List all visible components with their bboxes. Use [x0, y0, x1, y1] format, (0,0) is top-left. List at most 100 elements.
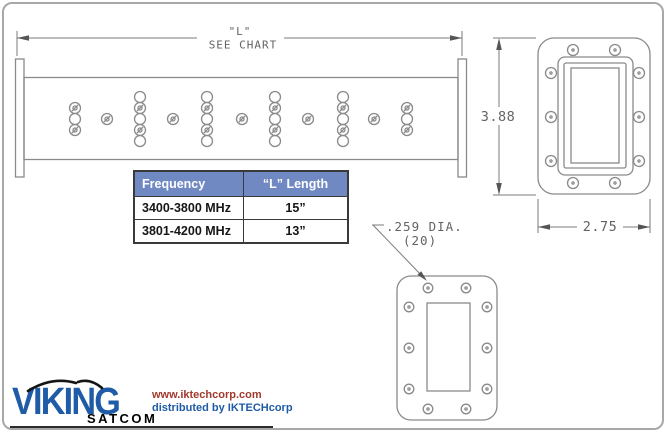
- bolt-hole: [544, 154, 558, 168]
- screw-head: [133, 123, 147, 137]
- bolt-hole: [422, 403, 434, 415]
- hole-center-mark: [613, 181, 617, 185]
- screw-slot: [136, 104, 144, 112]
- flange-width-value: 2.75: [583, 219, 618, 235]
- flange-outline: [537, 37, 651, 195]
- screw-center: [239, 116, 245, 122]
- bolt-hole: [481, 301, 493, 313]
- tuning-hole: [336, 112, 350, 126]
- screw-center: [340, 105, 346, 111]
- dim-arrow-down: [496, 183, 502, 195]
- screw-head: [166, 112, 180, 126]
- frequency-header: Frequency: [133, 170, 244, 197]
- screw-head: [336, 101, 350, 115]
- length-cell: 13”: [243, 219, 349, 244]
- screw-slot: [238, 115, 246, 123]
- length-dim-label: "L": [229, 25, 252, 38]
- width-dimension: 2.75: [537, 199, 651, 235]
- hole-center-mark: [571, 48, 575, 52]
- dim-arrow-right: [450, 35, 462, 41]
- screw-head: [100, 112, 114, 126]
- screw-center: [72, 105, 78, 111]
- hole-center-mark: [571, 181, 575, 185]
- bolt-hole: [460, 403, 472, 415]
- screw-center: [371, 116, 377, 122]
- flange-boss: [557, 56, 634, 176]
- screw-center: [204, 105, 210, 111]
- frequency-cell: 3400-3800 MHz: [133, 196, 244, 220]
- logo-underline: [10, 426, 273, 428]
- frequency-length-chart: Frequency “L” Length 3400-3800 MHz 15” 3…: [133, 170, 349, 244]
- screw-head: [400, 101, 414, 115]
- chart-header-row: Frequency “L” Length: [133, 170, 349, 197]
- waveguide-side-view: [14, 58, 468, 178]
- hole-center-mark: [549, 159, 553, 163]
- screw-slot: [304, 115, 312, 123]
- screw-head: [235, 112, 249, 126]
- tuning-hole: [200, 134, 214, 148]
- tuning-hole: [68, 112, 82, 126]
- bolt-hole: [422, 282, 434, 294]
- hole-center-mark: [464, 407, 468, 411]
- screw-slot: [271, 104, 279, 112]
- screw-slot: [103, 115, 111, 123]
- screw-slot: [169, 115, 177, 123]
- dim-arrow-up: [496, 38, 502, 50]
- flange-bolt-holes: [544, 43, 646, 190]
- length-dim-note: SEE CHART: [209, 39, 278, 52]
- height-dimension: 3.88: [477, 37, 536, 196]
- screw-center: [404, 105, 410, 111]
- satcom-logo-text: SATCOM: [87, 411, 158, 426]
- dim-arrow-right: [638, 224, 650, 230]
- tuning-hole: [133, 112, 147, 126]
- hole-center-mark: [407, 387, 411, 391]
- bolt-hole: [403, 342, 415, 354]
- screw-slot: [339, 126, 347, 134]
- screw-slot: [403, 104, 411, 112]
- screw-center: [272, 105, 278, 111]
- viking-logo-arcs-icon: [26, 379, 104, 393]
- bolt-hole: [403, 383, 415, 395]
- hole-center-mark: [464, 286, 468, 290]
- screw-center: [170, 116, 176, 122]
- hole-diameter-label: .259 DIA.: [386, 219, 463, 234]
- waveguide-window: [426, 302, 471, 392]
- website-text: www.iktechcorp.com: [152, 389, 262, 401]
- bolt-hole: [608, 43, 622, 57]
- tuning-hole: [133, 134, 147, 148]
- screw-head: [268, 123, 282, 137]
- tuning-hole: [400, 112, 414, 126]
- hole-center-mark: [549, 115, 553, 119]
- length-header: “L” Length: [243, 170, 349, 197]
- dim-arrow-left: [17, 35, 29, 41]
- screw-slot: [271, 126, 279, 134]
- chart-row: 3801-4200 MHz 13”: [133, 219, 349, 244]
- screw-center: [305, 116, 311, 122]
- flange-bolt-holes: [403, 282, 493, 415]
- bolt-hole: [403, 301, 415, 313]
- hole-center-mark: [637, 159, 641, 163]
- screw-slot: [370, 115, 378, 123]
- length-dimension: "L" SEE CHART: [16, 25, 463, 56]
- hole-center-mark: [407, 305, 411, 309]
- bolt-hole: [632, 110, 646, 124]
- screw-head: [367, 112, 381, 126]
- screw-slot: [403, 126, 411, 134]
- right-flange-edge: [457, 58, 468, 178]
- screw-head: [336, 123, 350, 137]
- hole-center-mark: [407, 346, 411, 350]
- chart-row: 3400-3800 MHz 15”: [133, 196, 349, 220]
- screw-slot: [71, 126, 79, 134]
- bolt-hole: [566, 176, 580, 190]
- screw-head: [400, 123, 414, 137]
- bolt-hole: [608, 176, 622, 190]
- screw-head: [268, 101, 282, 115]
- screw-head: [68, 123, 82, 137]
- bolt-hole: [544, 66, 558, 80]
- screw-head: [200, 123, 214, 137]
- hole-center-mark: [426, 407, 430, 411]
- dim-arrow-left: [538, 224, 550, 230]
- screw-center: [137, 127, 143, 133]
- hole-center-mark: [549, 71, 553, 75]
